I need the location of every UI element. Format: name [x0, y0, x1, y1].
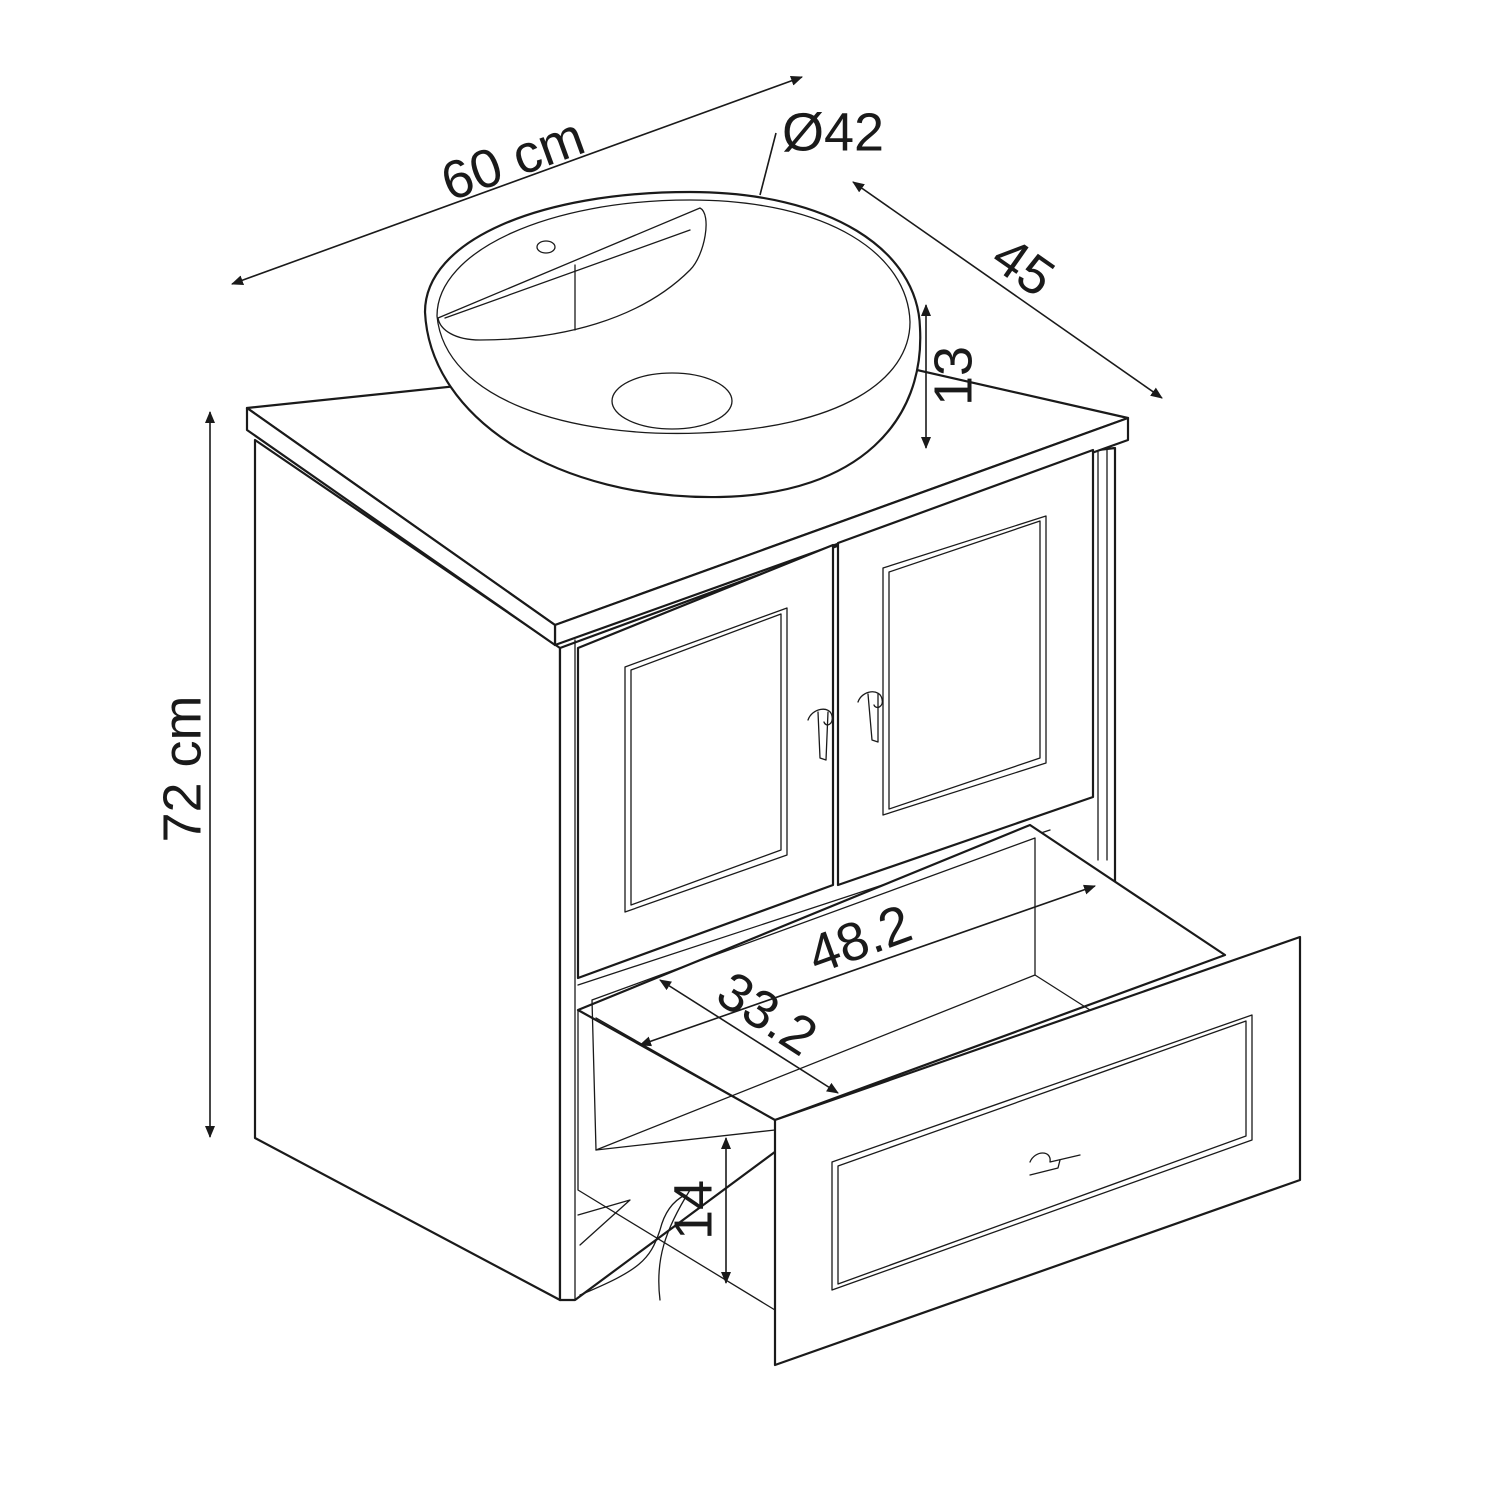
drawer-handle [1029, 1152, 1081, 1176]
door-right [836, 448, 1095, 887]
plinth-detail [577, 1199, 631, 1246]
drawer-side-bottom [577, 1009, 776, 1311]
drawer-front-panel-inner [837, 1020, 1247, 1285]
drawer-floor-line [595, 1129, 776, 1151]
basin-diameter-label: Ø42 [782, 102, 884, 162]
diameter-leader-line [759, 132, 777, 196]
plinth-curve [579, 1194, 686, 1296]
height-label: 72 cm [152, 695, 212, 842]
countertop-side-edge [245, 406, 557, 647]
depth-label: 45 [981, 225, 1065, 309]
door-left-handle [807, 708, 833, 761]
plinth-curve-2 [658, 1189, 691, 1301]
width-label: 60 cm [433, 106, 592, 213]
drawer-front-panel [831, 1014, 1253, 1291]
drawer-depth-dimension-line [659, 979, 839, 1094]
drain-hole [611, 372, 733, 430]
dimension-lines [205, 76, 1163, 1284]
door-right-handle [857, 691, 883, 743]
basin-height-label: 13 [923, 346, 983, 406]
drawer-height-label: 14 [663, 1180, 723, 1240]
width-dimension-line [231, 76, 803, 285]
depth-dimension-line [852, 181, 1163, 399]
